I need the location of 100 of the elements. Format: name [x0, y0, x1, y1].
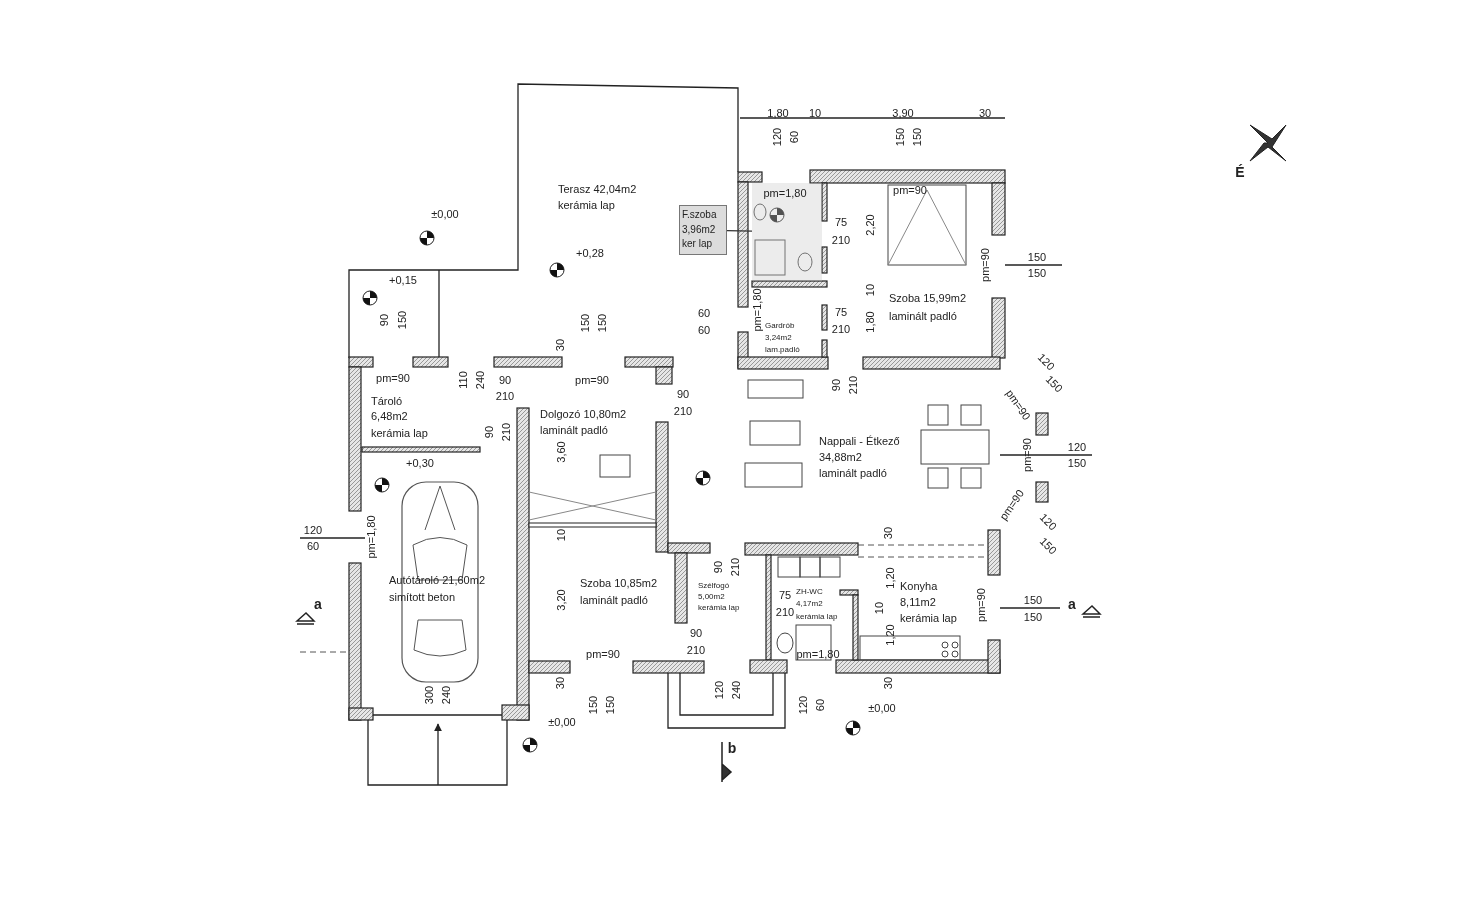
dimension-text: 10: [864, 283, 876, 297]
dimension-text: 150: [587, 695, 599, 715]
dimension-text: 110: [457, 371, 469, 389]
dimension-text: 150: [1067, 457, 1087, 469]
dimension-text: 150: [1023, 594, 1043, 606]
door-size-label: pm=90: [575, 374, 609, 386]
room-label: kerámia lap: [796, 613, 838, 621]
room-label: kerámia lap: [558, 199, 615, 211]
north-label: É: [1235, 165, 1245, 179]
dimension-text: 210: [673, 405, 693, 417]
dimension-text: 210: [729, 557, 741, 577]
room-tag-box: F.szoba 3,96m2 ker lap: [679, 205, 727, 255]
room-label: simított beton: [389, 591, 456, 603]
door-size-label: pm=90: [586, 648, 620, 660]
door-size-label: pm=90: [975, 588, 987, 622]
dimension-text: 90: [676, 388, 690, 400]
room-label: kerámia lap: [900, 612, 957, 624]
dimension-text: 75: [834, 306, 848, 318]
dimension-text: 210: [495, 390, 515, 402]
dimension-text: 90: [689, 627, 703, 639]
dimension-text: 30: [978, 107, 992, 119]
dimension-text: 1,20: [884, 567, 896, 589]
room-label: 3,24m2: [765, 334, 792, 342]
room-label: 6,48m2: [371, 410, 408, 422]
dimension-text: 240: [474, 370, 486, 390]
dimension-text: 150: [1027, 251, 1047, 263]
dimension-text: 90: [378, 313, 390, 327]
room-label: 4,17m2: [796, 600, 823, 608]
dimension-text: 150: [396, 310, 408, 330]
room-label: Konyha: [900, 580, 938, 592]
dimension-text: 60: [306, 540, 320, 552]
dimension-text: 210: [775, 606, 795, 618]
dimension-text: 10: [808, 107, 822, 119]
dimension-text: 75: [834, 216, 848, 228]
dimension-text: 10: [873, 601, 885, 615]
level-label: +0,30: [406, 457, 434, 469]
room-label: laminált padló: [580, 594, 648, 606]
dimension-text: 150: [894, 127, 906, 147]
room-label: kerámia lap: [371, 427, 428, 439]
room-label: ZH-WC: [796, 588, 823, 596]
level-label: +0,15: [389, 274, 417, 286]
dimension-text: 150: [1023, 611, 1043, 623]
dimension-text: 210: [831, 323, 851, 335]
dimension-text: 150: [1027, 267, 1047, 279]
dimension-text: 90: [483, 425, 495, 439]
door-size-label: pm=90: [376, 372, 410, 384]
dimension-text: 210: [500, 422, 512, 442]
dimension-text: 150: [604, 695, 616, 715]
room-label: Dolgozó 10,80m2: [540, 408, 627, 420]
dimension-text: 3,20: [555, 589, 567, 611]
dimension-text: 30: [554, 676, 566, 690]
section-letter: a: [314, 597, 322, 611]
dimension-text: 60: [697, 307, 711, 319]
room-label: Terasz 42,04m2: [558, 183, 637, 195]
dimension-text: 210: [686, 644, 706, 656]
room-label: 5,00m2: [698, 593, 725, 601]
room-label: laminált padló: [819, 467, 887, 479]
dimension-text: 150: [911, 127, 923, 147]
dimension-text: 120: [303, 524, 323, 536]
dimension-text: 10: [555, 528, 567, 542]
dimension-text: 3,60: [555, 441, 567, 463]
dimension-text: 90: [830, 378, 842, 392]
dimension-text: 240: [730, 680, 742, 700]
door-size-label: pm=1,80: [796, 648, 840, 660]
dimension-text: 120: [797, 695, 809, 715]
door-size-label: pm=1,80: [365, 515, 377, 559]
room-label: Szoba 10,85m2: [580, 577, 658, 589]
room-label: lam.padló: [765, 346, 800, 354]
level-label: ±0,00: [548, 716, 576, 728]
dimension-text: 120: [713, 680, 725, 700]
door-size-label: pm=90: [979, 248, 991, 282]
room-label: Szoba 15,99m2: [889, 292, 967, 304]
dimension-text: 300: [423, 685, 435, 705]
dimension-text: 60: [697, 324, 711, 336]
dimension-text: 120: [1037, 511, 1059, 533]
room-label: Autótároló 21,60m2: [389, 574, 485, 586]
room-label: 8,11m2: [900, 596, 936, 608]
dimension-text: 90: [498, 374, 512, 386]
level-label: ±0,00: [431, 208, 459, 220]
bathroom-area: [752, 183, 822, 281]
dimension-text: 60: [788, 130, 800, 144]
door-size-label: pm=90: [1021, 438, 1033, 472]
dimension-text: 240: [440, 685, 452, 705]
dimension-text: 210: [831, 234, 851, 246]
section-letter: b: [727, 741, 737, 755]
dimension-text: 1,80: [864, 311, 876, 333]
room-label: Gardrób: [765, 322, 795, 330]
room-label: Nappali - Étkező: [819, 435, 900, 447]
dimension-text: 150: [1043, 373, 1065, 395]
room-label: kerámia lap: [698, 604, 740, 612]
dimension-text: 30: [882, 526, 894, 540]
dimension-text: 3,90: [892, 107, 914, 119]
dimension-text: 150: [579, 313, 591, 333]
dimension-text: 30: [882, 676, 894, 690]
dimension-text: 1,20: [884, 624, 896, 646]
dimension-text: 75: [778, 589, 792, 601]
room-label: Tároló: [371, 395, 403, 407]
dimension-text: 120: [1067, 441, 1087, 453]
room-label: laminált padló: [540, 424, 608, 436]
dimension-text: 120: [771, 127, 783, 147]
